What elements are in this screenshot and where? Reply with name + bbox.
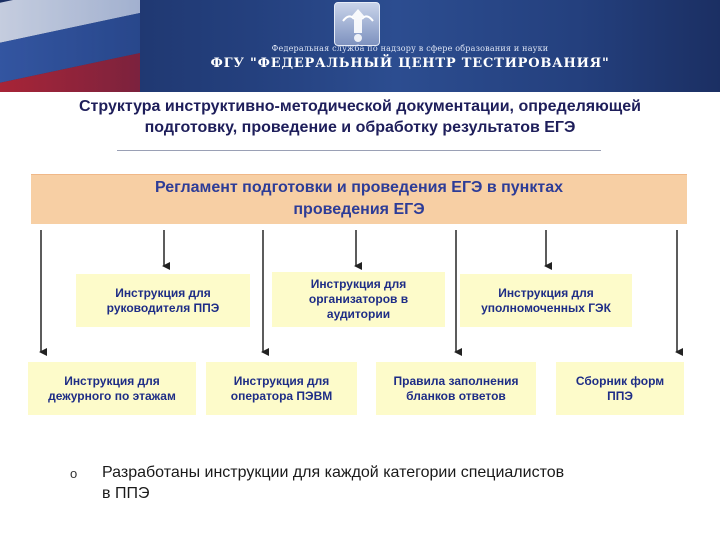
slide-title-line2: подготовку, проведение и обработку резул… (144, 119, 576, 136)
slide-title-line1: Структура инструктивно-методической доку… (78, 98, 642, 115)
instruction-ppe-head: Инструкция для руководителя ППЭ (76, 274, 250, 327)
org-title: ФГУ "ФЕДЕРАЛЬНЫЙ ЦЕНТР ТЕСТИРОВАНИЯ" (210, 56, 610, 71)
bullet-text: Разработаны инструкции для каждой катего… (102, 462, 702, 504)
instruction-organizers: Инструкция для организаторов в аудитории (272, 272, 445, 327)
rules-answer-forms: Правила заполнения бланков ответов (376, 362, 536, 415)
title-divider (117, 150, 601, 151)
org-subtitle: Федеральная служба по надзору в сфере об… (271, 44, 549, 53)
bullet-line1: Разработаны инструкции для каждой катего… (102, 464, 565, 481)
bullet-line2: в ППЭ (102, 485, 150, 502)
emblem-icon (334, 2, 380, 46)
bullet-marker: o (70, 466, 78, 481)
header-banner: Федеральная служба по надзору в сфере об… (0, 0, 720, 92)
instruction-pc-operator: Инструкция для оператора ПЭВМ (206, 362, 357, 415)
regulation-box: Регламент подготовки и проведения ЕГЭ в … (31, 174, 687, 224)
instruction-duty-officer: Инструкция для дежурного по этажам (28, 362, 196, 415)
slide-title: Структура инструктивно-методической доку… (0, 96, 720, 138)
forms-collection: Сборник форм ППЭ (556, 362, 684, 415)
regulation-line2: проведения ЕГЭ (293, 201, 425, 218)
instruction-gek: Инструкция для уполномоченных ГЭК (460, 274, 632, 327)
regulation-line1: Регламент подготовки и проведения ЕГЭ в … (155, 179, 563, 196)
